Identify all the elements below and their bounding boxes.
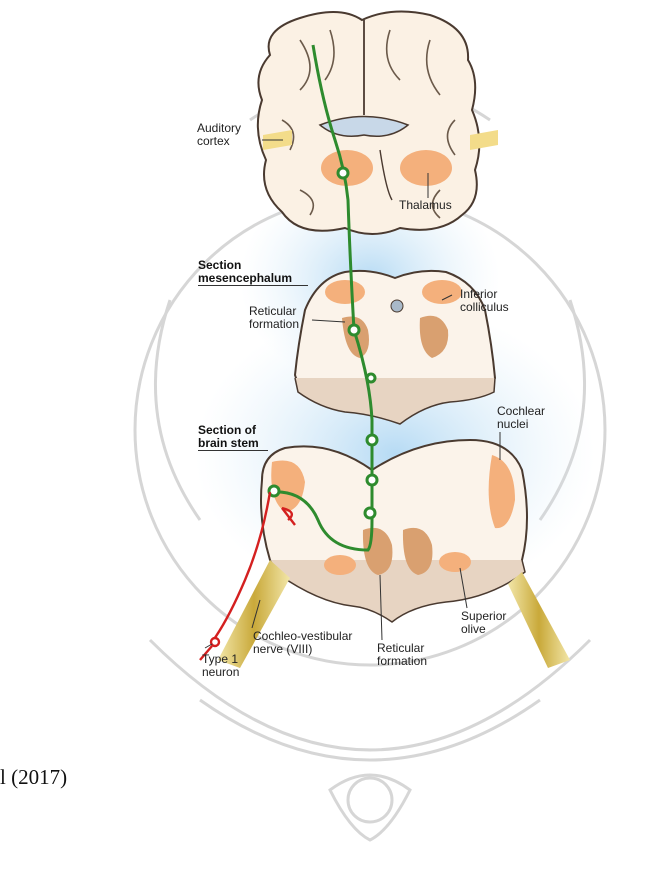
label-reticular-formation-lower: Reticular formation bbox=[377, 642, 427, 668]
caption-citation: l (2017) bbox=[0, 765, 67, 790]
brainstem-section bbox=[261, 440, 527, 622]
cerebrum-section bbox=[258, 11, 498, 234]
rule-brain-stem bbox=[198, 450, 268, 451]
label-section-mesencephalum: Section mesencephalum bbox=[198, 259, 292, 285]
label-auditory-cortex: Auditory cortex bbox=[197, 122, 241, 148]
label-cochleo-vestibular-nerve: Cochleo-vestibular nerve (VIII) bbox=[253, 630, 352, 656]
label-superior-olive: Superior olive bbox=[461, 610, 506, 636]
label-thalamus: Thalamus bbox=[399, 199, 452, 212]
label-reticular-formation-upper: Reticular formation bbox=[249, 305, 299, 331]
label-type1-neuron: Type 1 neuron bbox=[202, 653, 239, 679]
label-cochlear-nuclei: Cochlear nuclei bbox=[497, 405, 545, 431]
label-section-brain-stem: Section of brain stem bbox=[198, 424, 259, 450]
label-inferior-colliculus: Inferior colliculus bbox=[460, 288, 509, 314]
rule-mesencephalum bbox=[198, 285, 308, 286]
